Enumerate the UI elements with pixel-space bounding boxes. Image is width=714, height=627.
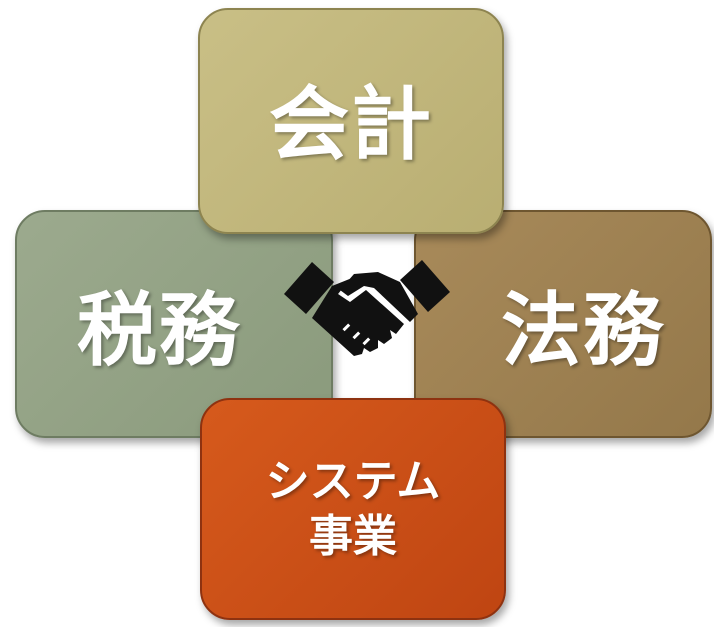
accounting-box: 会計 <box>198 8 504 234</box>
system-label-line2: 事業 <box>309 511 397 562</box>
system-business-label: システム 事業 <box>266 454 441 564</box>
handshake-icon <box>284 260 450 356</box>
system-business-box: システム 事業 <box>200 398 506 620</box>
tax-label: 税務 <box>77 284 241 377</box>
tax-box: 税務 <box>15 210 333 438</box>
legal-label: 法務 <box>501 284 665 377</box>
accounting-label: 会計 <box>269 78 433 171</box>
system-label-line1: システム <box>265 456 441 507</box>
legal-box: 法務 <box>414 210 712 438</box>
